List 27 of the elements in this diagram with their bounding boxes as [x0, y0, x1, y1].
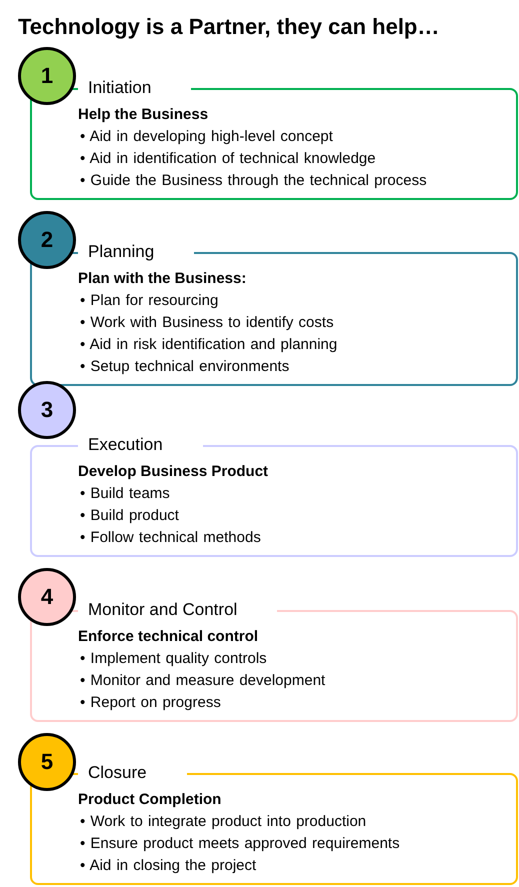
bullet-item: • Aid in closing the project	[80, 856, 258, 876]
bullet-item: • Monitor and measure development	[80, 671, 326, 691]
card-heading: Enforce technical control	[78, 627, 260, 647]
bullet-item: • Aid in risk identification and planning	[80, 335, 338, 355]
bullet-item: • Follow technical methods	[80, 528, 262, 548]
bullet-item: • Work to integrate product into production	[80, 812, 368, 832]
step-number-circle: 2	[18, 211, 76, 269]
bullet-item: • Report on progress	[80, 693, 222, 713]
bullet-item: • Ensure product meets approved requirements	[80, 834, 401, 854]
card-heading: Develop Business Product	[78, 462, 270, 482]
bullet-item: • Setup technical environments	[80, 357, 290, 377]
step-number-circle: 1	[18, 47, 76, 105]
card-heading: Help the Business	[78, 105, 210, 125]
bullet-item: • Aid in developing high-level concept	[80, 127, 334, 147]
bullet-item: • Plan for resourcing	[80, 291, 220, 311]
card-heading: Plan with the Business:	[78, 269, 248, 289]
bullet-item: • Build product	[80, 506, 180, 526]
card-heading: Product Completion	[78, 790, 222, 810]
bullet-item: • Build teams	[80, 484, 171, 504]
title: Technology is a Partner, they can help…	[18, 14, 440, 40]
bullet-item: • Work with Business to identify costs	[80, 313, 335, 333]
step-number-circle: 5	[18, 733, 76, 791]
bullet-item: • Guide the Business through the technical process	[80, 171, 428, 191]
step-number-circle: 4	[18, 568, 76, 626]
bullet-item: • Aid in identification of technical knowledge	[80, 149, 377, 169]
step-number-circle: 3	[18, 381, 76, 439]
bullet-item: • Implement quality controls	[80, 649, 268, 669]
